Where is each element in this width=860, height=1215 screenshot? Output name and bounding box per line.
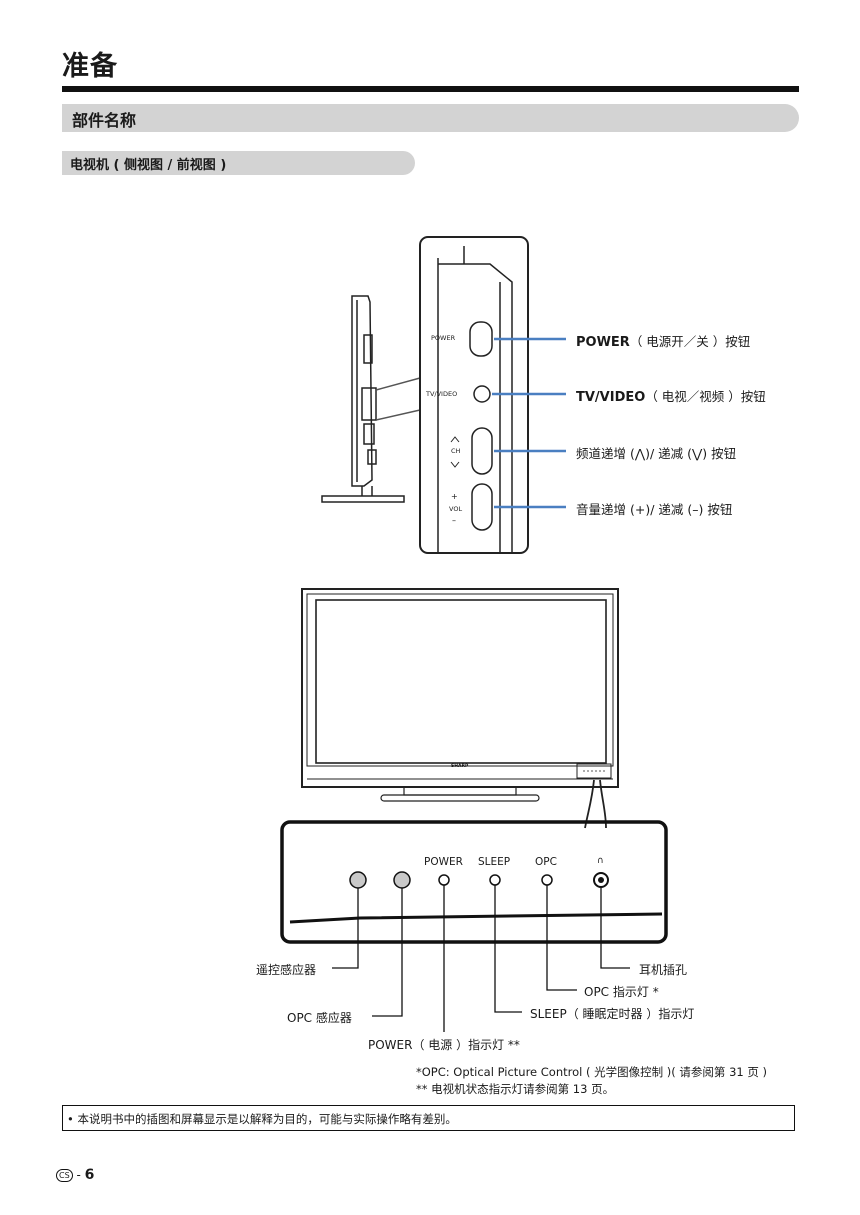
headphone-icon: ∩ — [597, 856, 604, 866]
note-indicator: ** 电视机状态指示灯请参阅第 13 页。 — [416, 1082, 615, 1096]
power-led-shape — [438, 874, 450, 886]
panel-power-text: POWER — [424, 856, 463, 868]
opc-sensor-shape — [393, 871, 411, 889]
remote-sensor-shape — [349, 871, 367, 889]
tvvideo-button-shape — [473, 385, 491, 403]
page-title: 准备 — [62, 51, 118, 82]
label-channel-buttons: 频道递增 (⋀)/ 递减 (⋁) 按钮 — [576, 446, 737, 461]
panel-sleep-text: SLEEP — [478, 856, 511, 868]
subsection-heading: 电视机 ( 侧视图 / 前视图 ) — [70, 158, 227, 173]
zoom-vol-text: VOL — [449, 505, 463, 513]
callout-headphone-jack: 耳机插孔 — [639, 963, 688, 977]
callout-power-led: POWER（ 电源 ）指示灯 ** — [368, 1038, 520, 1052]
subsection-heading-bar: 电视机 ( 侧视图 / 前视图 ) — [62, 151, 415, 175]
label-power-button: POWER（ 电源开／关 ）按钮 — [576, 334, 751, 350]
zoom-vol-minus: – — [452, 516, 456, 525]
ch-rocker-shape — [471, 427, 493, 475]
page-number: 6 — [84, 1167, 95, 1183]
vol-rocker-shape — [471, 483, 493, 531]
section-heading: 部件名称 — [72, 111, 137, 130]
callout-opc-sensor: OPC 感应器 — [287, 1011, 352, 1025]
note-opc: *OPC: Optical Picture Control ( 光学图像控制 )… — [416, 1065, 768, 1079]
front-panel-zoom — [280, 820, 668, 944]
section-heading-bar: 部件名称 — [62, 104, 799, 132]
language-badge: CS — [56, 1169, 73, 1182]
page-footer: CS - 6 — [56, 1167, 94, 1183]
callout-opc-led: OPC 指示灯 * — [584, 985, 659, 999]
zoom-vol-plus: + — [451, 492, 458, 501]
tv-diagram — [280, 236, 668, 1032]
opc-led-shape — [541, 874, 553, 886]
zoom-tvvideo-text: TV/VIDEO — [426, 390, 458, 398]
side-leader-lines — [492, 337, 566, 509]
zoom-power-text: POWER — [431, 334, 456, 342]
tv-brand-logo: SHARP — [451, 764, 469, 769]
title-rule — [62, 86, 799, 92]
callout-sleep-led: SLEEP（ 睡眠定时器 ）指示灯 — [530, 1007, 695, 1021]
zoom-ch-text: CH — [451, 447, 461, 455]
page-separator: - — [76, 1168, 81, 1182]
panel-opc-text: OPC — [535, 856, 557, 868]
sleep-led-shape — [489, 874, 501, 886]
disclaimer-box: • 本说明书中的插图和屏幕显示是以解释为目的，可能与实际操作略有差别。 — [62, 1105, 795, 1131]
power-button-shape — [469, 321, 493, 357]
tv-side-view — [321, 295, 405, 503]
callout-remote-sensor: 遥控感应器 — [256, 963, 317, 977]
tv-front-view — [301, 588, 619, 829]
front-leader-lines — [332, 885, 630, 1032]
label-volume-buttons: 音量递增 (+)/ 递减 (–) 按钮 — [576, 502, 733, 517]
label-tvvideo-button: TV/VIDEO（ 电视／视频 ）按钮 — [576, 389, 766, 405]
